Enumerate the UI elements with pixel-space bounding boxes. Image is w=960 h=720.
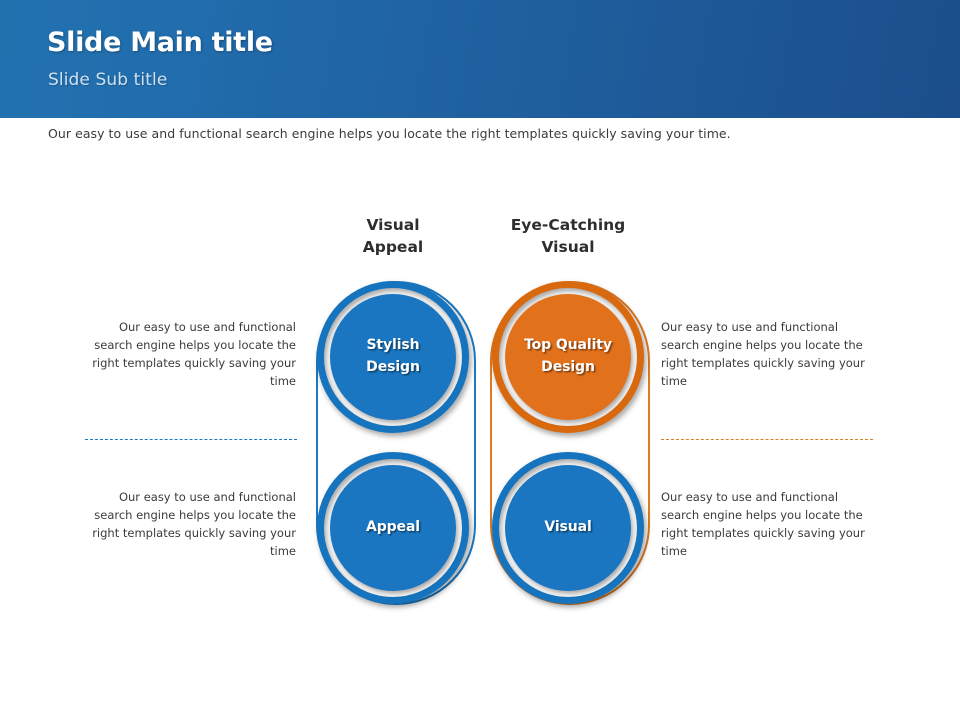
description-left-top: Our easy to use and functional search en… [92,320,296,389]
node-label-line-1: Top Quality [524,337,612,354]
divider-right [661,439,873,440]
node-ring-icon [317,452,469,604]
divider-left [85,439,297,440]
node-label: Stylish Design [360,335,426,378]
node-disc[interactable]: Stylish Design [330,294,456,420]
node-ring-icon [317,281,469,433]
node-disc[interactable]: Visual [505,465,631,591]
description-left-bottom: Our easy to use and functional search en… [92,490,296,559]
node-ring-icon [492,281,644,433]
node-disc[interactable]: Top Quality Design [505,294,631,420]
node-visual[interactable]: Visual [492,452,644,604]
column-heading-eye-catching-visual: Eye-Catching Visual [468,214,668,259]
node-label-line-1: Stylish [366,337,420,354]
node-stylish-design[interactable]: Stylish Design [317,281,469,433]
page-title: Slide Main title [47,27,273,58]
node-label: Top Quality Design [518,335,618,378]
column-heading-line-2: Visual [541,238,595,257]
node-label-line-1: Appeal [365,519,421,536]
node-top-quality-design[interactable]: Top Quality Design [492,281,644,433]
column-heading-line-2: Appeal [362,238,424,257]
node-label-line-1: Visual [544,519,592,536]
description-right-bottom: Our easy to use and functional search en… [661,490,865,559]
node-disc[interactable]: Appeal [330,465,456,591]
column-heading-line-1: Visual [366,216,420,234]
node-label-line-2: Design [366,359,420,375]
column-heading-visual-appeal: Visual Appeal [293,214,493,259]
page-subtitle: Slide Sub title [48,70,168,90]
intro-paragraph: Our easy to use and functional search en… [48,126,731,141]
slide-header-band: Slide Main title Slide Sub title [0,0,960,118]
column-heading-line-1: Eye-Catching [510,216,626,234]
node-label: Appeal [360,517,426,539]
node-ring-icon [492,452,644,604]
node-label: Visual [538,517,597,539]
node-label-line-2: Design [541,359,595,375]
description-right-top: Our easy to use and functional search en… [661,320,865,389]
node-appeal[interactable]: Appeal [317,452,469,604]
